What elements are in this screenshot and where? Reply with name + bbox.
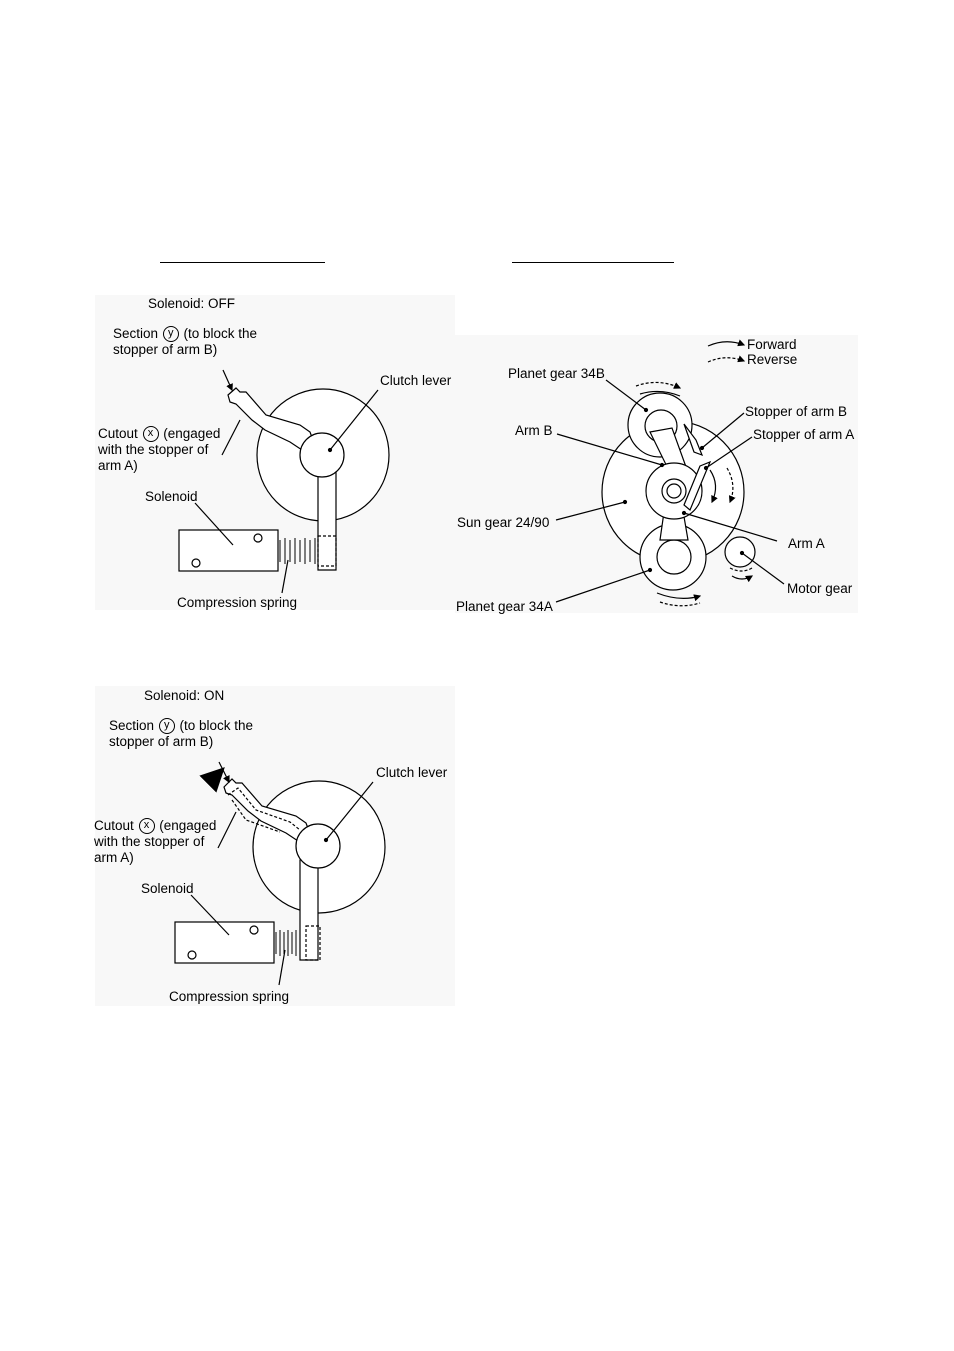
solenoid-off-drawing (178, 369, 390, 594)
planet-gear-34b-label: Planet gear 34B (508, 366, 605, 381)
section-y-line2-off: stopper of arm B) (113, 342, 218, 357)
legend-reverse: Reverse (747, 352, 798, 367)
cutout-rest: (engaged (159, 426, 221, 441)
gear-train-drawing (555, 339, 785, 607)
section-rest: (to block the (175, 718, 254, 733)
arm-a-label: Arm A (788, 536, 825, 551)
spring-on (275, 930, 297, 956)
solenoid-off-state-label: Solenoid: OFF (148, 296, 236, 311)
solenoid-label-off: Solenoid (145, 489, 198, 504)
solenoid-on-drawing (174, 761, 386, 986)
stopper-arm-b (683, 423, 704, 457)
stopper-arm-a-label: Stopper of arm A (753, 427, 855, 442)
legend-forward: Forward (747, 337, 797, 352)
section-y-mark: y (158, 718, 175, 735)
cutout-x-mark: x (138, 818, 155, 835)
spring-off (279, 538, 316, 564)
section-y-line2-on: stopper of arm B) (109, 734, 214, 749)
sun-gear-label: Sun gear 24/90 (457, 515, 550, 530)
cutout-rest: (engaged (155, 818, 217, 833)
stopper-arm-a (683, 460, 712, 511)
section-y-label-on: Section y (to block the (109, 718, 254, 735)
section-y-mark: y (162, 326, 179, 343)
spring-label-on: Compression spring (169, 989, 290, 1004)
spring-label-off: Compression spring (177, 595, 298, 610)
cutout-x-label-on: Cutout x (engaged (94, 818, 217, 835)
section-text: Section (113, 326, 162, 341)
right-title-underline (512, 262, 674, 263)
cutout-x-line2-on: with the stopper of (94, 834, 205, 849)
cutout-x-mark: x (142, 426, 159, 443)
section-rest: (to block the (179, 326, 258, 341)
motor-gear (724, 536, 756, 568)
clutch-lever-label-on: Clutch lever (376, 765, 448, 780)
solenoid-on-state-label: Solenoid: ON (144, 688, 225, 703)
cutout-x-label-off: Cutout x (engaged (98, 426, 221, 443)
left-title-underline (160, 262, 325, 263)
cutout-text: Cutout (94, 818, 138, 833)
motor-gear-label: Motor gear (787, 581, 853, 596)
clutch-lever-label-off: Clutch lever (380, 373, 452, 388)
section-text: Section (109, 718, 158, 733)
planet-gear-34a-label: Planet gear 34A (456, 599, 553, 614)
clutch-hub-off (299, 432, 345, 478)
solenoid-label-on: Solenoid (141, 881, 194, 896)
stopper-arm-b-label: Stopper of arm B (745, 404, 848, 419)
cutout-text: Cutout (98, 426, 142, 441)
arm-b-label: Arm B (515, 423, 553, 438)
cutout-x-line2-off: with the stopper of (98, 442, 209, 457)
cutout-x-line3-off: arm A) (98, 458, 138, 473)
cutout-x-line3-on: arm A) (94, 850, 134, 865)
clutch-hub-on (295, 823, 341, 869)
section-y-label-off: Section y (to block the (113, 326, 258, 343)
